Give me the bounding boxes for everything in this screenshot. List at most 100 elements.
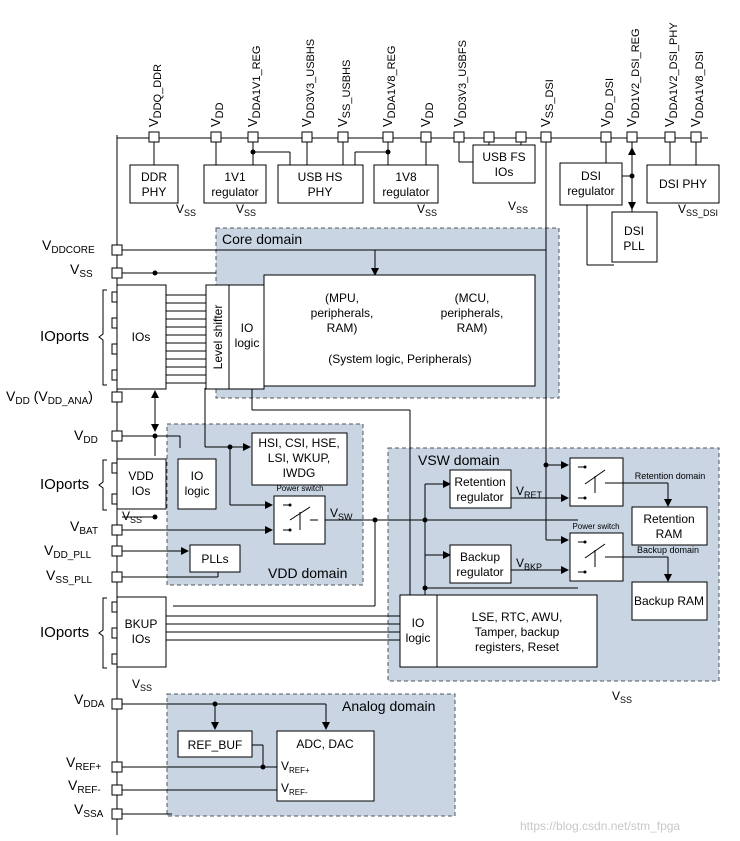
usb-hs-phy-line1: USB HS [298, 170, 343, 184]
pin-vbat [111, 524, 123, 536]
vss-reg1v1: VSS [236, 202, 256, 218]
system-logic-label: (System logic, Peripherals) [328, 352, 471, 366]
osc-line1: HSI, CSI, HSE, [258, 436, 339, 450]
ddr-phy-line2: PHY [142, 185, 167, 199]
usb-fs-line1: USB FS [482, 150, 525, 164]
vdd-switch-symbol [283, 503, 318, 532]
core-io-logic-line1: IO [241, 321, 254, 335]
dsi-pll-line1: DSI [624, 224, 644, 238]
vdd-ios-line1: VDD [128, 469, 154, 483]
lse-line1: LSE, RTC, AWU, [472, 610, 563, 624]
plls-label: PLLs [201, 552, 228, 566]
pin-usbfs-b [515, 131, 527, 143]
osc-line2: LSI, WKUP, [268, 451, 330, 465]
vsw-io-logic-block [399, 594, 438, 668]
bkup-ios-block [116, 596, 167, 668]
label-vdd1v2-dsi-reg: VDD1V2_DSI_REG [624, 28, 642, 127]
label-vss: VSS [70, 261, 93, 280]
vdd-ios-line2: IOs [132, 484, 151, 498]
reg-1v8-line1: 1V8 [395, 170, 417, 184]
mcu-line2: peripherals, [441, 306, 504, 320]
label-vddcore: VDDCORE [42, 237, 95, 256]
bkp-power-switch-label: Power switch [572, 522, 619, 531]
vdd-io-logic-line2: logic [185, 484, 210, 498]
vss-ddr: VSS [176, 202, 196, 218]
vdd-io-logic-block [177, 458, 217, 510]
bkup-ios-line2: IOs [132, 632, 151, 646]
bkp-reg-line2: regulator [456, 565, 503, 579]
core-io-logic-block [228, 284, 265, 390]
pin-vddq-ddr [148, 131, 160, 143]
label-vdd3v3-usbhs: VDD3V3_USBHS [299, 39, 317, 127]
lse-line3: registers, Reset [475, 640, 560, 654]
pin-vdd1v2-dsi-reg [626, 131, 638, 143]
vsw-blocks: Retention regulator Backup regulator Pow… [116, 457, 708, 668]
retention-ram-block [631, 506, 708, 546]
plls-block [189, 544, 241, 573]
vret-label: VRET [516, 484, 543, 500]
vss-vsw: VSS [612, 689, 632, 705]
vsw-io-logic-line1: IO [412, 616, 425, 630]
pin-vss-usbhs [337, 131, 349, 143]
pin-vdd-ana [111, 391, 123, 403]
junction-dots [152, 149, 635, 770]
dsi-phy-block [646, 164, 720, 204]
reg-1v8-line2: regulator [382, 185, 429, 199]
dsi-regulator-block [559, 162, 623, 206]
ioports-label-3: IOports [40, 624, 89, 641]
vss-dsi: VSS_DSI [678, 202, 718, 218]
label-vss-usbhs: VSS_USBHS [335, 60, 353, 127]
label-vref-plus: VREF+ [66, 754, 101, 773]
pin-vdd-pll [111, 545, 123, 557]
ret-reg-line2: regulator [456, 490, 503, 504]
pin-vdd-b [420, 131, 432, 143]
mpu-line3: RAM) [327, 321, 358, 335]
level-shifter-label: Level shifter [211, 305, 225, 370]
bkp-reg-line1: Backup [460, 550, 500, 564]
adc-dac-label: ADC, DAC [296, 737, 354, 751]
retention-regulator-block [449, 469, 512, 509]
system-logic-block [263, 274, 536, 387]
dsi-reg-line1: DSI [581, 169, 601, 183]
label-vdda1v8-dsi: VDDA1V8_DSI [688, 51, 706, 127]
ret-ram-line1: Retention [643, 512, 694, 526]
pin-vdda1v8-reg [382, 131, 394, 143]
vbkp-label: VBKP [516, 556, 542, 572]
vss-vdd-ios: VSS [122, 509, 142, 525]
ioports-label-2: IOports [40, 476, 89, 493]
ddr-phy-block [129, 164, 179, 204]
pin-vdd [111, 430, 123, 442]
pin-vdd-dsi [600, 131, 612, 143]
analog-blocks: REF_BUF ADC, DAC VREF+ VREF- [177, 730, 375, 802]
label-vdd-b: VDD [418, 102, 436, 127]
label-vdda: VDDA [74, 691, 105, 710]
label-vdd-pll: VDD_PLL [44, 542, 92, 561]
label-vddq-ddr: VDDQ_DDR [146, 64, 164, 127]
core-ios-block [116, 284, 167, 390]
ref-buf-label: REF_BUF [188, 738, 243, 752]
ret-power-switch [569, 457, 624, 507]
top-pin-labels: VDDQ_DDR VDD VDDA1V1_REG VDD3V3_USBHS VS… [146, 22, 706, 127]
left-pins [111, 244, 123, 820]
pin-vref-plus [111, 761, 123, 773]
mpu-line2: peripherals, [311, 306, 374, 320]
vss-reg1v8: VSS [417, 202, 437, 218]
label-vdd3v3-usbfs: VDD3V3_USBFS [451, 40, 469, 127]
lse-line2: Tamper, backup [475, 625, 560, 639]
mcu-line1: (MCU, [455, 291, 490, 305]
label-vssa: VSSA [74, 801, 104, 820]
backup-ram-label: Backup RAM [634, 594, 704, 608]
label-vdda1v2-dsi-phy: VDDA1V2_DSI_PHY [662, 22, 680, 127]
ret-reg-line1: Retention [454, 475, 505, 489]
usb-hs-phy-block [277, 164, 364, 204]
core-ios-label: IOs [132, 330, 151, 344]
watermark: https://blog.csdn.net/stm_fpga [520, 819, 680, 833]
ioports-labels: IOports IOports IOports [40, 328, 89, 641]
bkup-ios-line1: BKUP [125, 617, 158, 631]
vdd-ios-block [116, 458, 167, 510]
usb-hs-phy-line2: PHY [308, 185, 333, 199]
top-blocks: DDR PHY 1V1 regulator USB HS PHY 1V8 reg… [129, 144, 720, 263]
reg-1v1-block [203, 164, 267, 204]
reg-1v1-line1: 1V1 [224, 170, 246, 184]
label-vss-pll: VSS_PLL [46, 567, 92, 586]
